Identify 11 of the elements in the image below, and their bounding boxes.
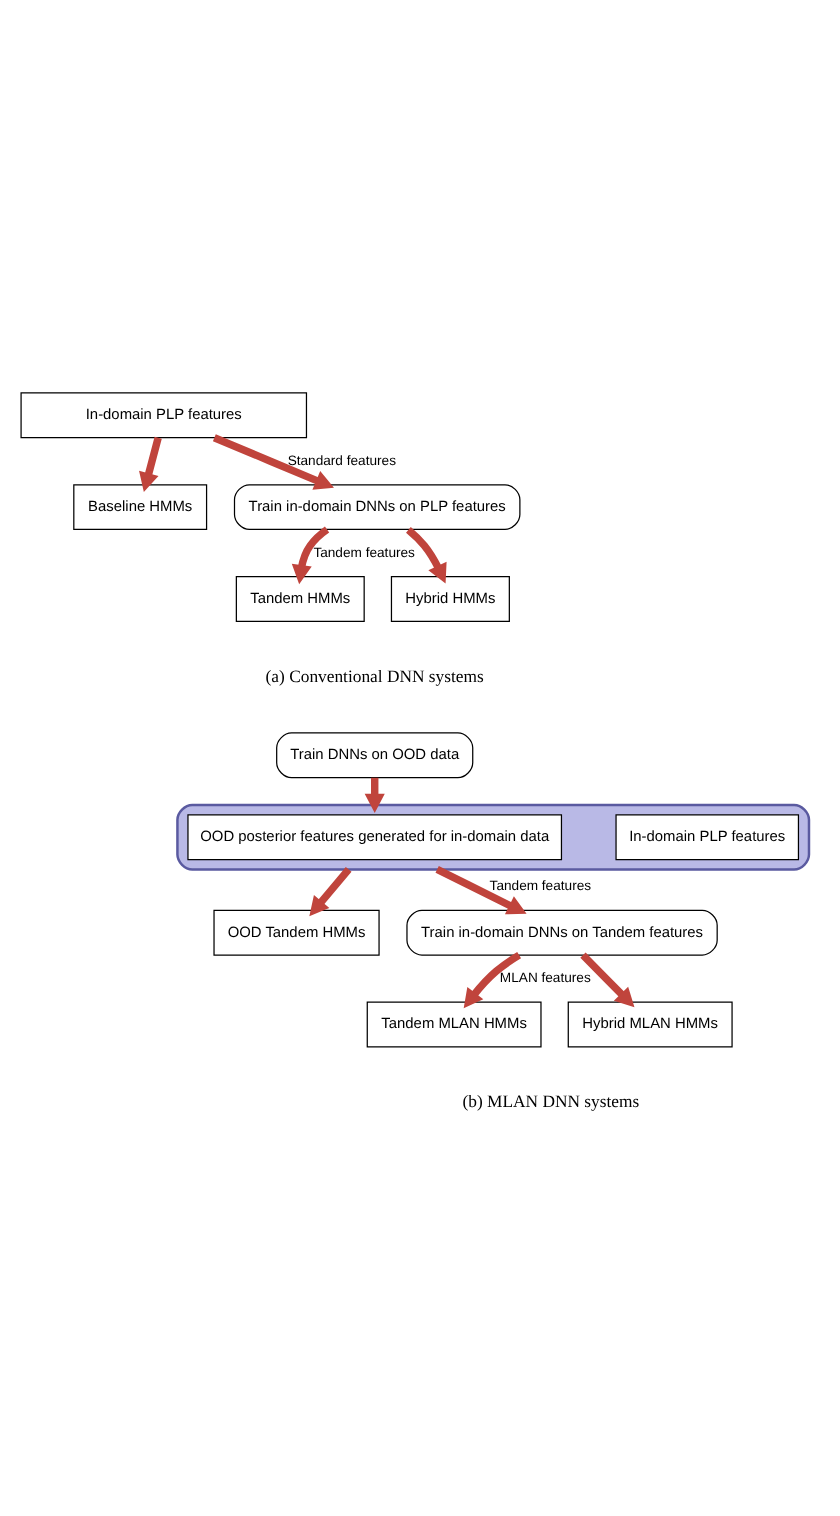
cluster xyxy=(176,802,811,870)
arrow xyxy=(309,866,352,916)
arrow xyxy=(291,525,330,584)
arrow xyxy=(463,951,522,1008)
arrow xyxy=(364,776,385,812)
arrow xyxy=(406,525,447,583)
label: (b) MLAN DNN systems xyxy=(462,1090,640,1111)
arrow xyxy=(435,865,527,914)
arrow xyxy=(139,435,162,491)
label: (a) Conventional DNN systems xyxy=(265,664,484,685)
arrow xyxy=(580,951,635,1007)
